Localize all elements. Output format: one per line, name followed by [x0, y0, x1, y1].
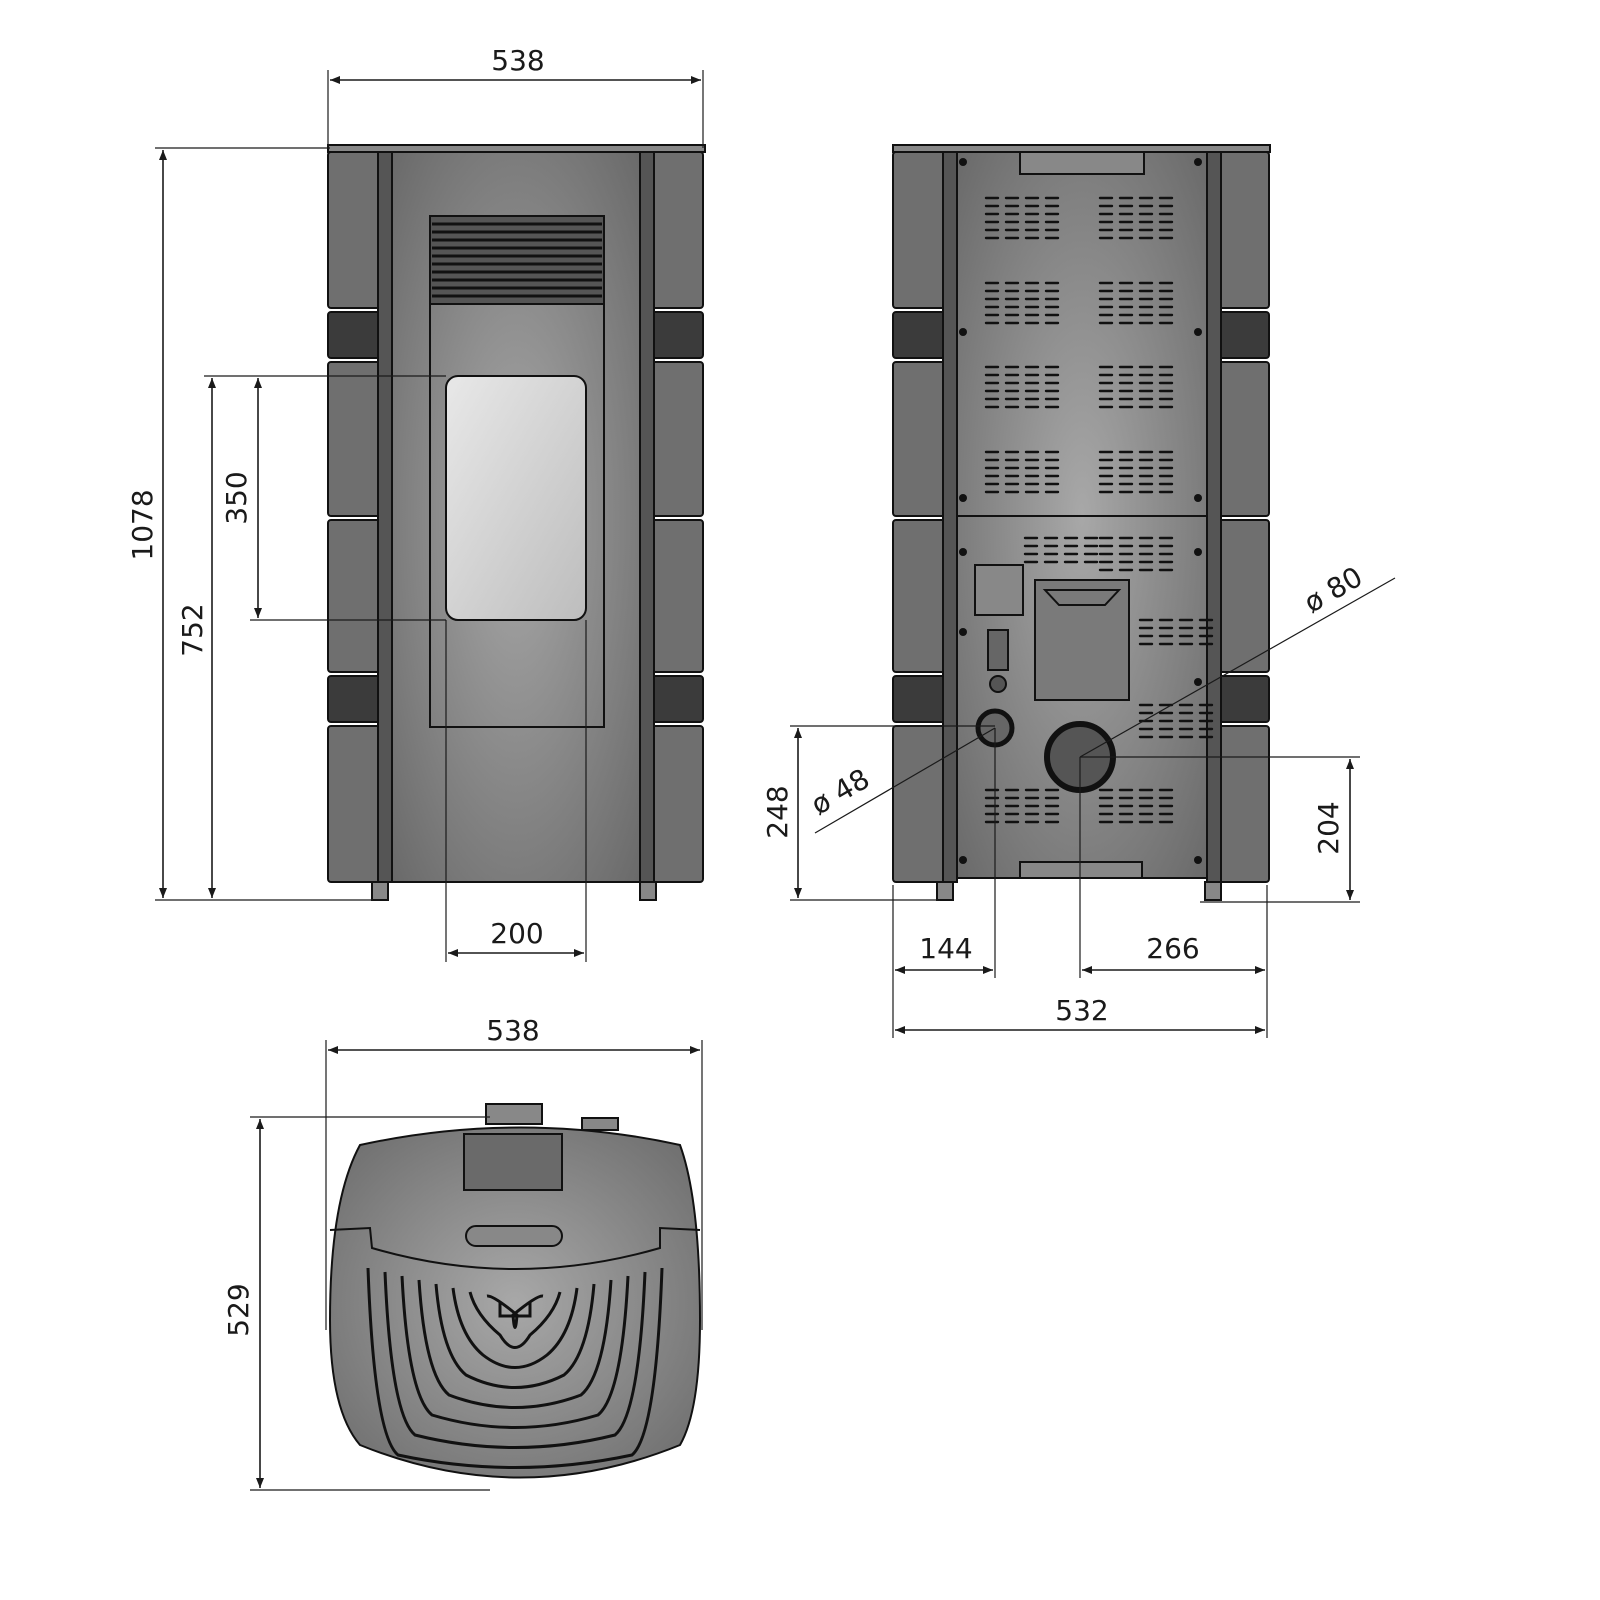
- dimension-lines: 538 1078 752 350 200 532 144 266 248 204: [126, 44, 1396, 1491]
- grille-arc: [417, 1279, 613, 1409]
- label-back-width: 532: [1055, 994, 1108, 1027]
- top-plate: [327, 144, 706, 153]
- dark-tile: [327, 675, 381, 723]
- label-pipe80-diameter: ø 80: [1298, 560, 1368, 619]
- label-top-width: 538: [486, 1014, 539, 1047]
- dark-tile: [1218, 311, 1270, 359]
- tile: [651, 725, 704, 883]
- control-box: [974, 564, 1024, 616]
- tile: [651, 151, 704, 309]
- grille-arc: [451, 1287, 579, 1369]
- foot-left: [936, 881, 954, 901]
- dark-tile: [651, 675, 704, 723]
- screw: [959, 628, 967, 636]
- screw: [1194, 856, 1202, 864]
- dark-tile: [892, 311, 946, 359]
- left-tile-column: [892, 151, 946, 883]
- label-top-depth: 529: [222, 1283, 255, 1336]
- screw: [959, 158, 967, 166]
- right-frame-rail: [1206, 151, 1222, 883]
- pellet-lid: [463, 1133, 563, 1191]
- label-front-width: 538: [491, 44, 544, 77]
- dark-tile: [327, 311, 381, 359]
- foot-left: [371, 881, 389, 901]
- frame-bevel: [1042, 589, 1122, 606]
- left-frame-rail: [942, 151, 958, 883]
- switch: [989, 675, 1007, 693]
- tile: [327, 725, 381, 883]
- label-pipe48-height: 248: [761, 785, 794, 838]
- grille-arc: [486, 1294, 544, 1329]
- top-view: [328, 1103, 702, 1479]
- top-outline: [328, 1126, 702, 1479]
- front-view: [327, 144, 706, 901]
- screw: [959, 856, 967, 864]
- leader-pipe80: [1079, 577, 1396, 758]
- foot-right: [1204, 881, 1222, 901]
- tile: [1218, 519, 1270, 673]
- air-intake-frame: [1034, 579, 1130, 701]
- label-front-height: 1078: [126, 489, 159, 560]
- tile: [651, 519, 704, 673]
- tile: [651, 361, 704, 517]
- tile: [892, 725, 946, 883]
- air-grille: [429, 215, 605, 305]
- power-socket: [987, 629, 1009, 671]
- screw: [959, 328, 967, 336]
- tile: [892, 151, 946, 309]
- grille-center: [498, 1302, 532, 1318]
- handle-recess: [1019, 151, 1145, 175]
- dark-tile: [651, 311, 704, 359]
- top-grille-arcs: [366, 1267, 664, 1469]
- label-glass-height: 350: [220, 471, 253, 524]
- screw: [1194, 678, 1202, 686]
- tile: [1218, 151, 1270, 309]
- rear-cap: [581, 1117, 619, 1131]
- dark-tile: [892, 675, 946, 723]
- left-tile-column: [327, 151, 381, 883]
- screw: [1194, 158, 1202, 166]
- screw: [1194, 494, 1202, 502]
- tile: [327, 519, 381, 673]
- label-pipe48-offset: 144: [919, 932, 972, 965]
- grille-arc: [468, 1291, 562, 1349]
- leader-pipe48: [814, 727, 996, 834]
- label-pipe80-height: 204: [1312, 801, 1345, 854]
- tile: [892, 361, 946, 517]
- top-plate: [892, 144, 1271, 153]
- flue-collar: [485, 1103, 543, 1125]
- left-frame-rail: [377, 151, 393, 883]
- grille-slats: [432, 222, 602, 298]
- door-glass: [445, 375, 587, 621]
- screw: [959, 548, 967, 556]
- top-grille-edge: [329, 1226, 701, 1270]
- tile: [1218, 725, 1270, 883]
- lid-handle: [465, 1225, 563, 1247]
- grille-arc: [383, 1271, 647, 1449]
- screw: [1194, 328, 1202, 336]
- label-glass-top: 752: [176, 603, 209, 656]
- door: [429, 303, 605, 728]
- right-tile-column: [651, 151, 704, 883]
- right-frame-rail: [639, 151, 655, 883]
- foot-right: [639, 881, 657, 901]
- bottom-slot: [1019, 861, 1143, 879]
- screw: [959, 494, 967, 502]
- grille-arc: [400, 1275, 630, 1429]
- screw: [1194, 548, 1202, 556]
- label-glass-width: 200: [490, 917, 543, 950]
- label-pipe48-diameter: ø 48: [805, 762, 875, 821]
- label-pipe80-offset: 266: [1146, 932, 1199, 965]
- grille-arc: [366, 1267, 664, 1469]
- back-view: [892, 144, 1271, 901]
- tile: [327, 151, 381, 309]
- dark-tile: [1218, 675, 1270, 723]
- grille-arc: [434, 1283, 596, 1389]
- right-tile-column: [1218, 151, 1270, 883]
- tile: [327, 361, 381, 517]
- tile: [892, 519, 946, 673]
- tile: [1218, 361, 1270, 517]
